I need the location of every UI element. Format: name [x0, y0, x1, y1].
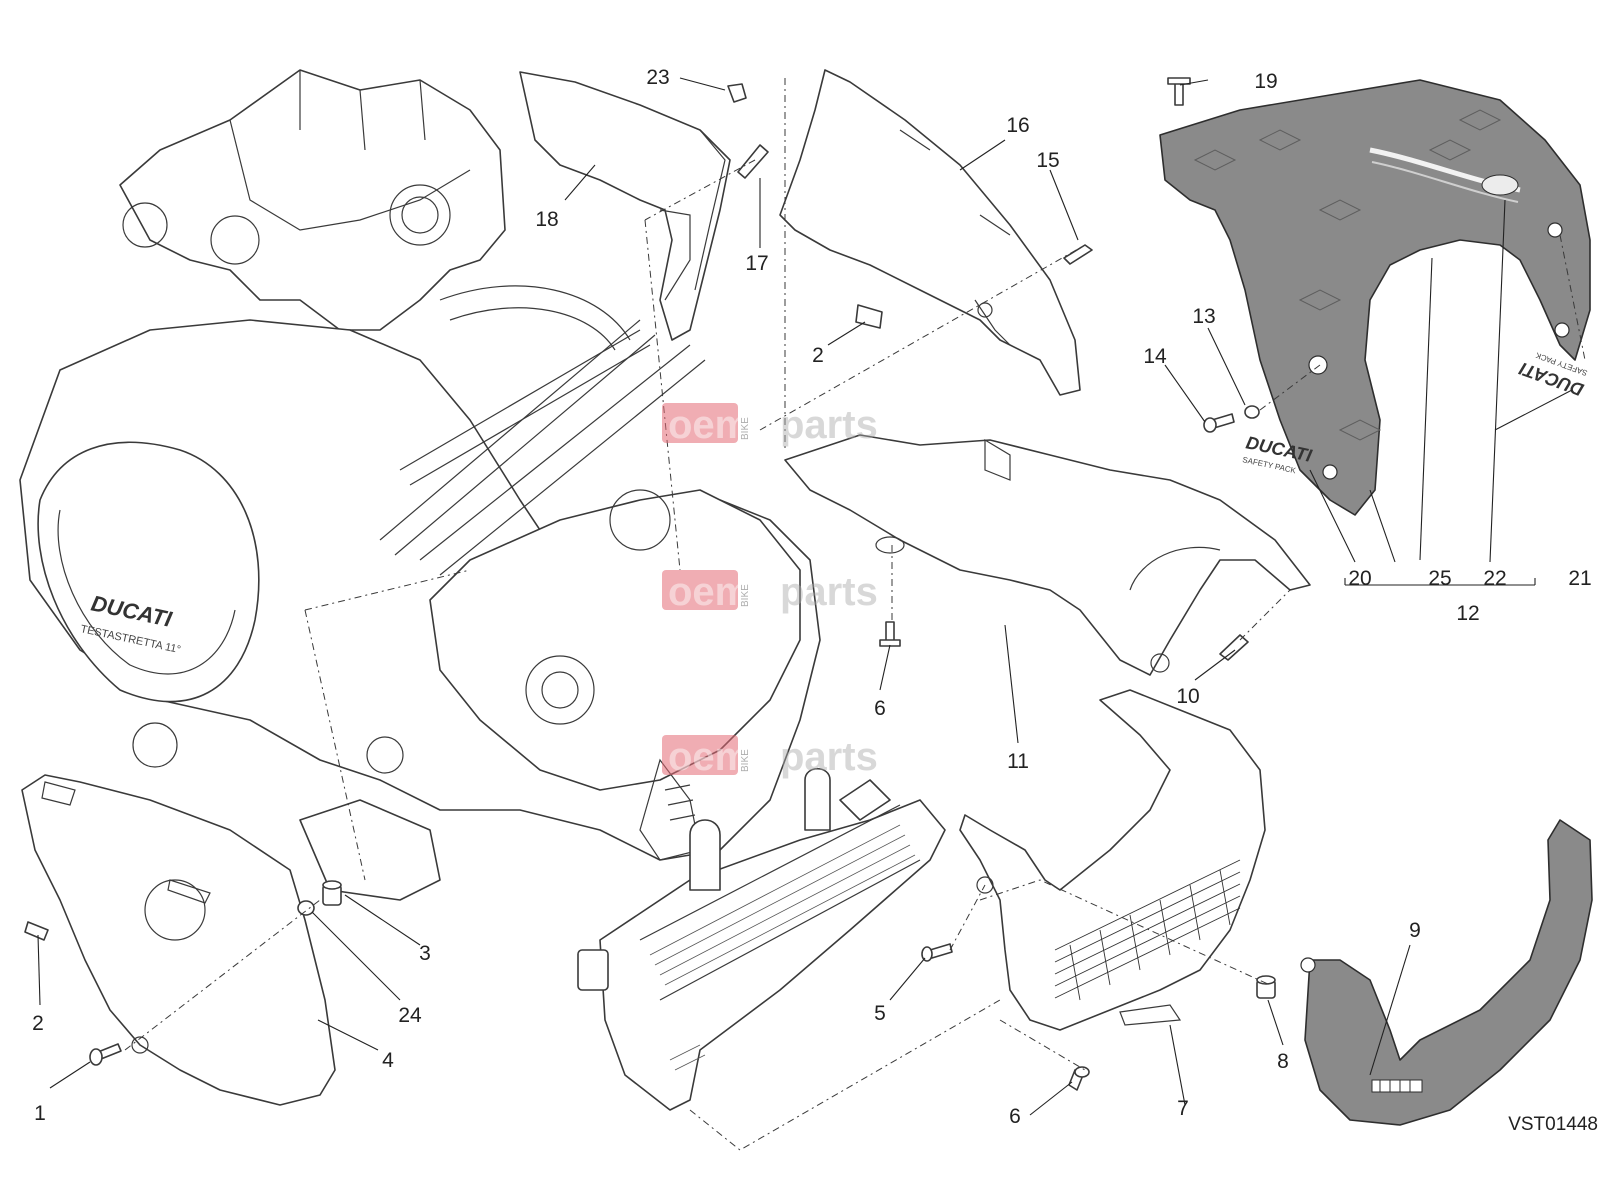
callout-6-upper: 6: [874, 697, 886, 720]
watermark-3: oem parts BIKE: [662, 735, 878, 779]
assembly-lines: [124, 78, 1586, 1151]
part-12-front-fairing-assembly: [1159, 79, 1591, 516]
callout-17: 17: [745, 252, 768, 275]
callout-24: 24: [398, 1004, 422, 1027]
callout-6-lower: 6: [1009, 1105, 1021, 1128]
callout-19: 19: [1254, 70, 1277, 93]
callout-18: 18: [535, 208, 558, 231]
part-5-screw: [921, 943, 953, 962]
part-8-spacer: [1256, 975, 1276, 999]
part-15-screw: [1063, 244, 1093, 265]
callout-2-upper: 2: [812, 344, 824, 367]
callout-11: 11: [1007, 750, 1029, 773]
part-6-screw-lower: [1068, 1066, 1090, 1091]
svg-text:oem: oem: [668, 570, 750, 614]
callout-15: 15: [1036, 149, 1059, 172]
callout-21: 21: [1568, 567, 1591, 590]
radiator: [577, 767, 946, 1111]
svg-text:BIKE: BIKE: [740, 417, 751, 440]
part-1-screw: [89, 1043, 122, 1066]
callout-labels: 1 2 2 3 4 5 6 6 7 8 9 10 11 12 13 14 15 …: [32, 66, 1592, 1128]
callout-14: 14: [1143, 345, 1167, 368]
part-6-screw-upper: [879, 621, 901, 647]
callout-3: 3: [419, 942, 431, 965]
callout-12: 12: [1456, 602, 1479, 625]
part-2-clip-upper: [855, 304, 883, 329]
callout-7: 7: [1177, 1097, 1189, 1120]
part-7-belly-pan: [959, 689, 1266, 1031]
callout-22: 22: [1483, 567, 1506, 590]
svg-text:parts: parts: [780, 735, 878, 779]
watermark-2: oem parts BIKE: [662, 570, 878, 614]
part-11-lower-side-panel: [784, 434, 1311, 676]
part-23-clip: [727, 83, 747, 103]
callout-10: 10: [1176, 685, 1199, 708]
part-19-screw: [1167, 77, 1191, 106]
callout-16: 16: [1006, 114, 1029, 137]
svg-text:oem: oem: [668, 403, 750, 447]
callout-9: 9: [1409, 919, 1421, 942]
part-13-washer: [1244, 405, 1260, 419]
part-10-screw: [1219, 634, 1249, 661]
part-14-screw: [1203, 413, 1235, 433]
callout-13: 13: [1192, 305, 1215, 328]
svg-text:BIKE: BIKE: [740, 584, 751, 607]
part-9-lower-fairing-panel: [1300, 819, 1593, 1126]
part-16-side-fairing-panel: [779, 69, 1081, 396]
callout-20: 20: [1348, 567, 1371, 590]
svg-text:oem: oem: [668, 735, 750, 779]
part-18-side-panel: [519, 71, 731, 341]
callout-4: 4: [382, 1049, 394, 1072]
drawing-code: VST01448: [1508, 1114, 1598, 1135]
callout-1: 1: [34, 1102, 46, 1125]
engine-illustration: DUCATI TESTASTRETTA 11°: [19, 69, 821, 901]
part-2-clip-lower: [24, 921, 49, 941]
leader-lines: [37, 77, 1573, 1116]
part-4-sprocket-cover: [21, 774, 336, 1106]
callout-25: 25: [1428, 567, 1451, 590]
callout-5: 5: [874, 1002, 886, 1025]
svg-text:parts: parts: [780, 403, 878, 447]
callout-2-lower: 2: [32, 1012, 44, 1035]
part-24-washer: [297, 900, 315, 916]
svg-text:parts: parts: [780, 570, 878, 614]
part-21-decal-right: DUCATI SAFETY PACK: [1516, 350, 1589, 400]
callout-8: 8: [1277, 1050, 1289, 1073]
callout-23: 23: [646, 66, 669, 89]
svg-text:BIKE: BIKE: [740, 749, 751, 772]
watermark-1: oem parts BIKE: [662, 403, 878, 447]
part-3-spacer: [322, 880, 342, 906]
